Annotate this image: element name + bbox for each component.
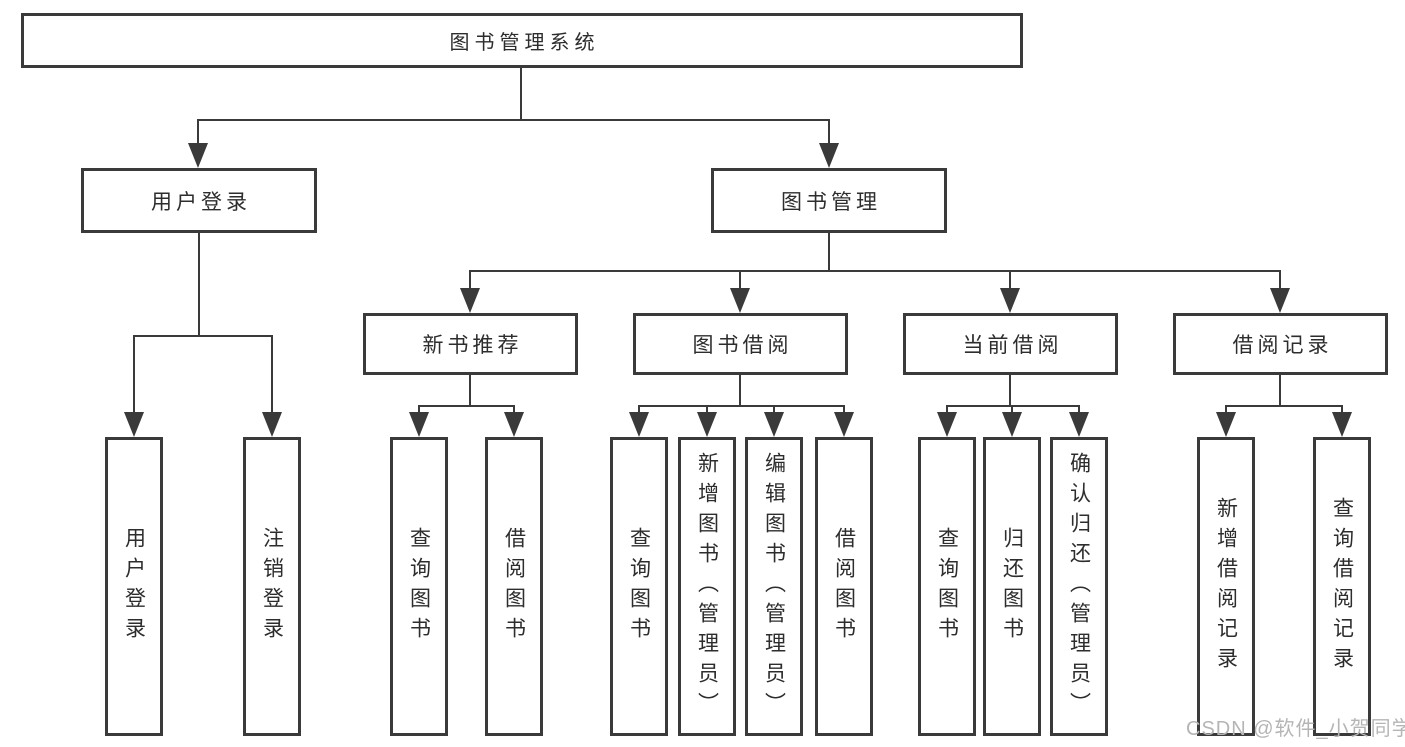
connector-borrow-stem: [739, 375, 741, 406]
leaf-query-books-1: 查询图书: [390, 437, 448, 736]
leaf-query-books-3-label: 查询图书: [935, 526, 959, 647]
leaf-logout-label: 注销登录: [260, 526, 284, 647]
leaf-return-books-label: 归还图书: [1000, 526, 1024, 647]
leaf-query-books-3: 查询图书: [918, 437, 976, 736]
node-book-management: 图书管理: [711, 168, 947, 233]
node-new-book-recommend-label: 新书推荐: [422, 334, 523, 357]
arrowhead-down-icon: [697, 412, 717, 437]
arrowhead-down-icon: [262, 412, 282, 437]
arrowhead-down-icon: [124, 412, 144, 437]
connector-userlogin-bar: [133, 335, 273, 337]
node-book-borrow-label: 图书借阅: [692, 334, 793, 357]
arrowhead-down-icon: [1002, 412, 1022, 437]
node-user-login: 用户登录: [81, 168, 317, 233]
leaf-borrow-books-2-label: 借阅图书: [832, 526, 856, 647]
arrowhead-down-icon: [764, 412, 784, 437]
connector-bookmgmt-drop-2: [739, 270, 741, 292]
leaf-borrow-books-1-label: 借阅图书: [502, 526, 526, 647]
leaf-query-borrow-record-label: 查询借阅记录: [1330, 496, 1354, 677]
connector-root-stem: [520, 68, 522, 120]
connector-userlogin-stem: [198, 233, 200, 336]
connector-recommend-drop-1: [418, 405, 420, 415]
node-borrow-records-label: 借阅记录: [1232, 334, 1333, 357]
node-book-borrow: 图书借阅: [633, 313, 848, 375]
leaf-edit-books-admin-label: 编辑图书（管理员）: [762, 451, 786, 722]
leaf-user-login-label: 用户登录: [122, 526, 146, 647]
connector-userlogin-drop-2: [271, 335, 273, 414]
connector-borrow-drop-1: [638, 405, 640, 415]
connector-borrow-drop-2: [706, 405, 708, 415]
leaf-borrow-books-2: 借阅图书: [815, 437, 873, 736]
connector-root-drop-right: [828, 119, 830, 148]
connector-records-drop-1: [1225, 405, 1227, 415]
leaf-edit-books-admin: 编辑图书（管理员）: [745, 437, 803, 736]
connector-records-drop-2: [1341, 405, 1343, 415]
connector-root-bar: [197, 119, 830, 121]
arrowhead-down-icon: [819, 143, 839, 168]
connector-borrow-drop-4: [843, 405, 845, 415]
connector-root-drop-left: [197, 119, 199, 148]
connector-bookmgmt-drop-4: [1279, 270, 1281, 292]
arrowhead-down-icon: [1270, 288, 1290, 313]
leaf-query-borrow-record: 查询借阅记录: [1313, 437, 1371, 736]
leaf-query-books-2: 查询图书: [610, 437, 668, 736]
watermark-text: CSDN @软件_小贺同学: [1186, 718, 1405, 740]
leaf-add-books-admin: 新增图书（管理员）: [678, 437, 736, 736]
arrowhead-down-icon: [504, 412, 524, 437]
node-current-borrow-label: 当前借阅: [962, 334, 1063, 357]
leaf-borrow-books-1: 借阅图书: [485, 437, 543, 736]
connector-bookmgmt-drop-3: [1009, 270, 1011, 292]
node-new-book-recommend: 新书推荐: [363, 313, 578, 375]
arrowhead-down-icon: [1332, 412, 1352, 437]
leaf-logout: 注销登录: [243, 437, 301, 736]
connector-current-bar: [946, 405, 1080, 407]
connector-borrow-bar: [638, 405, 845, 407]
node-root: 图书管理系统: [21, 13, 1023, 68]
leaf-confirm-return-admin: 确认归还（管理员）: [1050, 437, 1108, 736]
connector-records-stem: [1279, 375, 1281, 406]
leaf-add-borrow-record: 新增借阅记录: [1197, 437, 1255, 736]
node-borrow-records: 借阅记录: [1173, 313, 1388, 375]
connector-current-stem: [1009, 375, 1011, 406]
node-book-management-label: 图书管理: [781, 190, 881, 214]
arrowhead-down-icon: [409, 412, 429, 437]
leaf-add-books-admin-label: 新增图书（管理员）: [695, 451, 719, 722]
leaf-return-books: 归还图书: [983, 437, 1041, 736]
connector-bookmgmt-drop-1: [469, 270, 471, 292]
arrowhead-down-icon: [629, 412, 649, 437]
arrowhead-down-icon: [460, 288, 480, 313]
arrowhead-down-icon: [937, 412, 957, 437]
leaf-query-books-2-label: 查询图书: [627, 526, 651, 647]
connector-recommend-drop-2: [513, 405, 515, 415]
arrowhead-down-icon: [1216, 412, 1236, 437]
arrowhead-down-icon: [1069, 412, 1089, 437]
leaf-query-books-1-label: 查询图书: [407, 526, 431, 647]
connector-bookmgmt-stem: [828, 233, 830, 271]
leaf-add-borrow-record-label: 新增借阅记录: [1214, 496, 1238, 677]
leaf-confirm-return-admin-label: 确认归还（管理员）: [1067, 451, 1091, 722]
connector-bookmgmt-bar: [469, 270, 1281, 272]
node-user-login-label: 用户登录: [151, 190, 251, 214]
connector-current-drop-2: [1011, 405, 1013, 415]
connector-current-drop-1: [946, 405, 948, 415]
connector-borrow-drop-3: [773, 405, 775, 415]
node-current-borrow: 当前借阅: [903, 313, 1118, 375]
connector-records-bar: [1225, 405, 1343, 407]
leaf-user-login: 用户登录: [105, 437, 163, 736]
arrowhead-down-icon: [730, 288, 750, 313]
connector-current-drop-3: [1078, 405, 1080, 415]
connector-userlogin-drop-1: [133, 335, 135, 414]
connector-recommend-stem: [469, 375, 471, 406]
arrowhead-down-icon: [1000, 288, 1020, 313]
arrowhead-down-icon: [188, 143, 208, 168]
connector-recommend-bar: [418, 405, 515, 407]
node-root-label: 图书管理系统: [449, 32, 600, 54]
arrowhead-down-icon: [834, 412, 854, 437]
